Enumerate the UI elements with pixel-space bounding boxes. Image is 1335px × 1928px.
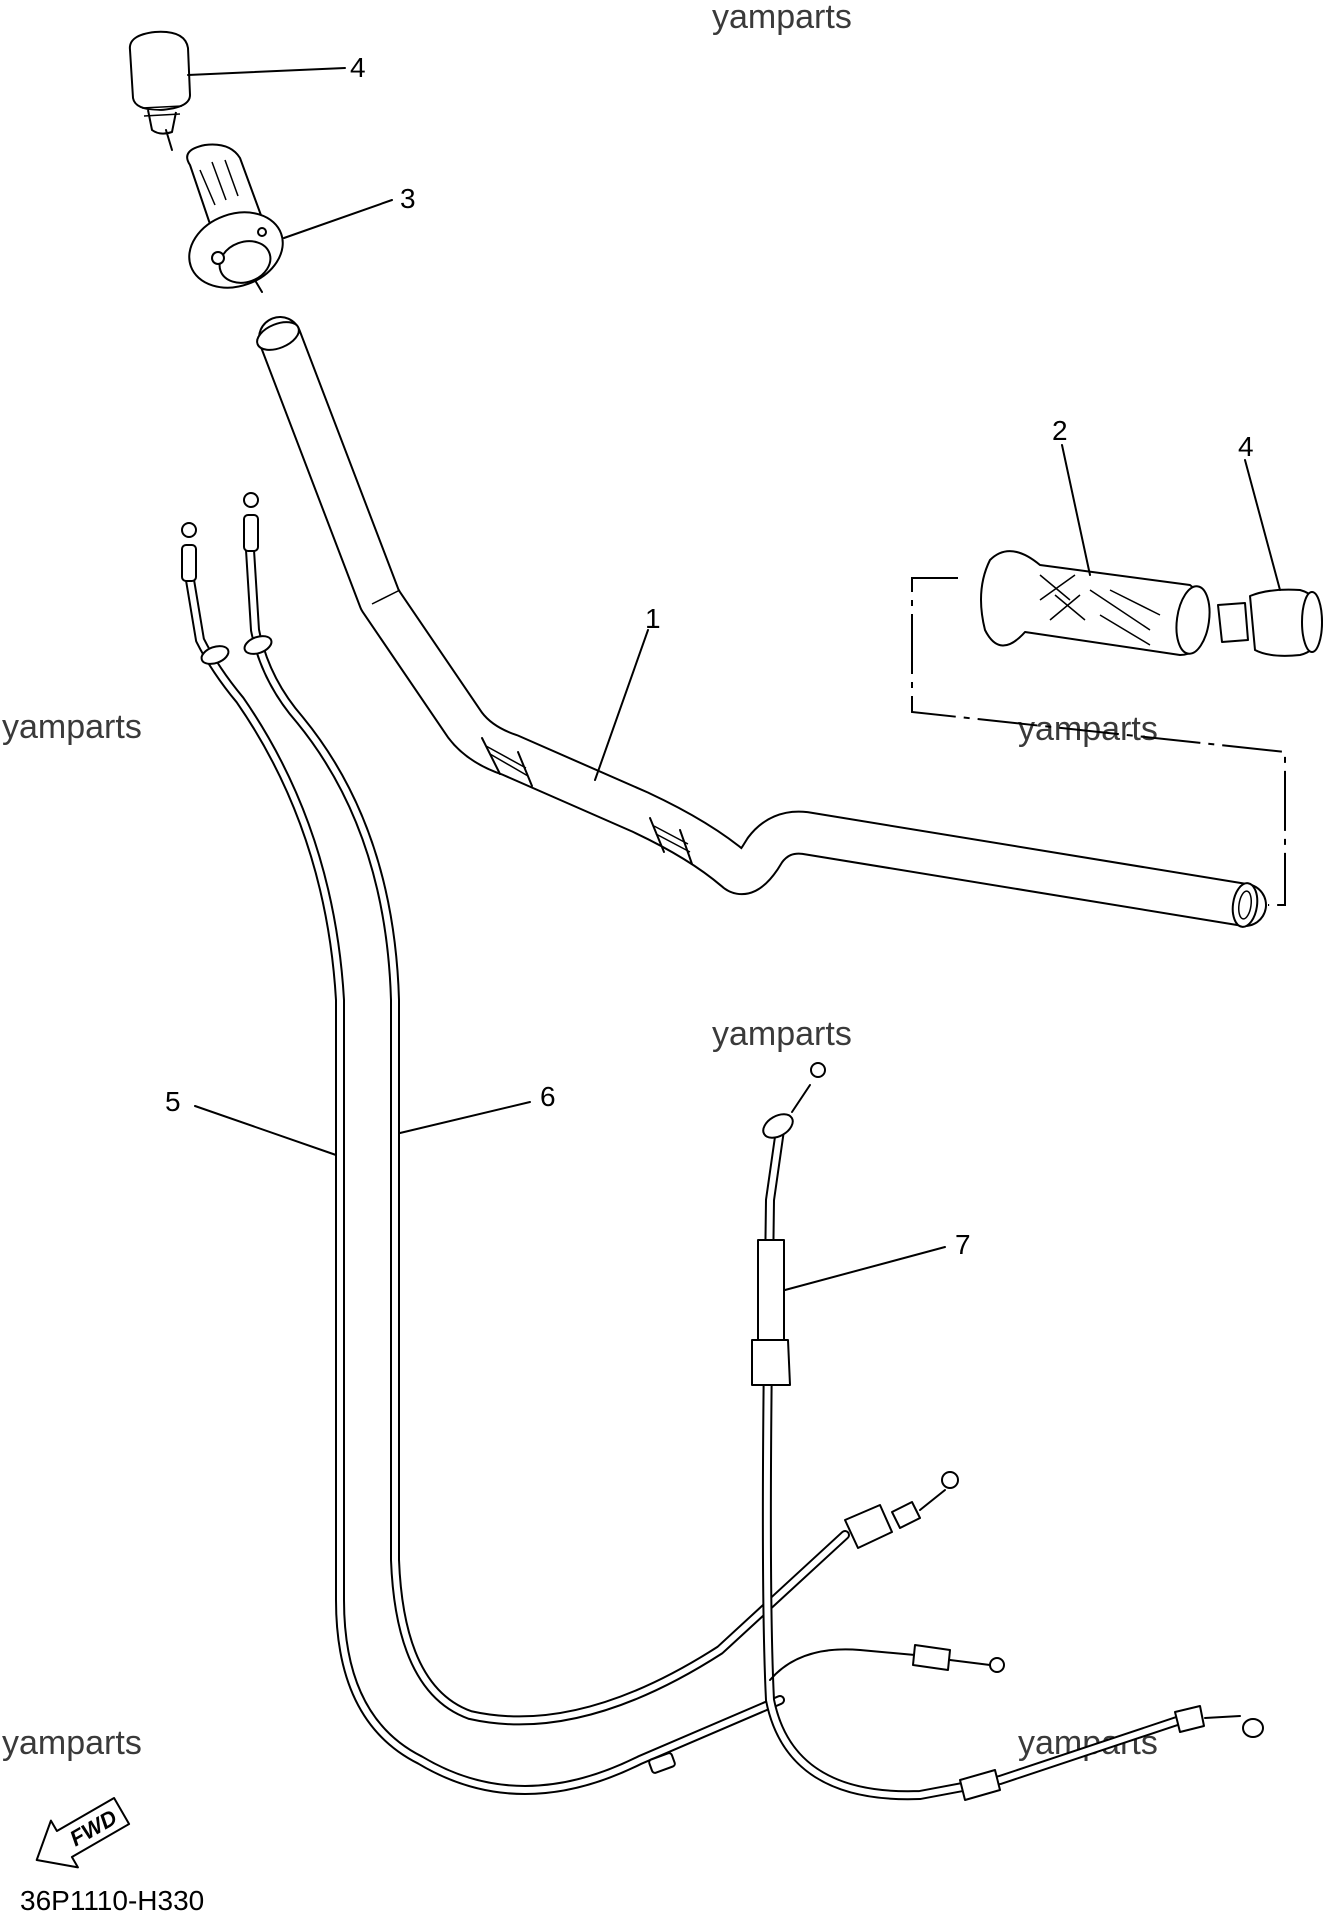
throttle-grip-part-3 bbox=[186, 143, 284, 293]
cable-part-5 bbox=[181, 522, 785, 1795]
watermark-center: yamparts bbox=[712, 1015, 852, 1053]
callout-2: 2 bbox=[1052, 415, 1068, 446]
assembly-guide-line bbox=[911, 577, 1286, 906]
callout-4-right: 4 bbox=[1238, 431, 1254, 462]
callout-5: 5 bbox=[165, 1086, 181, 1117]
callout-7: 7 bbox=[955, 1229, 971, 1260]
bar-end-weight-part-4-right bbox=[1217, 588, 1323, 657]
callout-1: 1 bbox=[645, 603, 661, 634]
watermark-left-lower: yamparts bbox=[2, 1724, 142, 1762]
bar-end-weight-part-4-left bbox=[128, 30, 191, 151]
watermark-left-upper: yamparts bbox=[2, 708, 142, 746]
cable-part-6 bbox=[243, 492, 959, 1726]
callout-6: 6 bbox=[540, 1081, 556, 1112]
watermark-top: yamparts bbox=[712, 0, 852, 36]
cable-part-7 bbox=[751, 1062, 1264, 1801]
callout-4-left: 4 bbox=[350, 52, 366, 83]
handlebar-part-1 bbox=[256, 316, 1267, 928]
watermark-right-upper: yamparts bbox=[1018, 710, 1158, 748]
diagram-code: 36P1110-H330 bbox=[20, 1885, 204, 1916]
fwd-arrow-icon: FWD bbox=[35, 1797, 131, 1869]
grip-part-2 bbox=[980, 550, 1211, 656]
leader-lines bbox=[187, 67, 1281, 1291]
callout-3: 3 bbox=[400, 183, 416, 214]
